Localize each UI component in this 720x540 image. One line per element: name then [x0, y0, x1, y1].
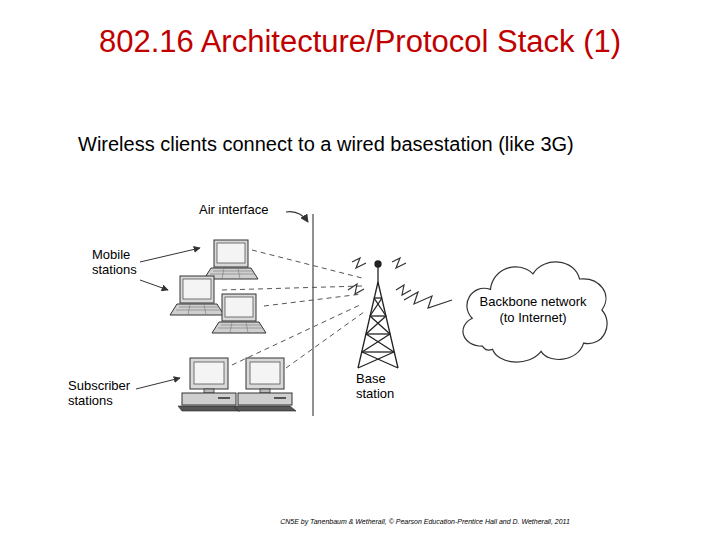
credit-caption: CN5E by Tanenbaum & Wetherall, © Pearson…: [250, 518, 600, 526]
slide-title: 802.16 Architecture/Protocol Stack (1): [0, 24, 720, 60]
station-label: Subscriber stations: [68, 379, 140, 409]
node-label: Backbone network (to Internet): [479, 294, 587, 325]
subtitle-text: Wireless clients connect to a wired base…: [78, 133, 698, 156]
backbone-cloud: Backbone network (to Internet): [452, 248, 614, 372]
station-label: Mobile stations: [92, 248, 148, 278]
base-station-label: Base station: [356, 372, 406, 402]
cloud-shape: [463, 262, 607, 362]
air-interface-label: Air interface: [199, 203, 289, 218]
node-text-holder: Backbone network (to Internet): [452, 248, 614, 372]
